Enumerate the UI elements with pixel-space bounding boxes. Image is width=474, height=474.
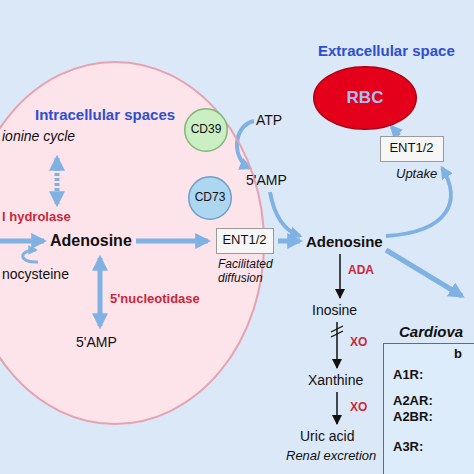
text-label: Inosine xyxy=(312,302,357,318)
block-mark xyxy=(331,326,343,337)
text-label: XO xyxy=(350,401,367,415)
hatched-arrow xyxy=(55,158,60,204)
text-label: 5'nucleotidase xyxy=(110,292,200,307)
enzyme-circle: CD39 xyxy=(184,108,228,152)
flow-arrow xyxy=(0,239,44,244)
node-label: ENT1/2 xyxy=(389,141,433,156)
receptor-label: A2AR: xyxy=(393,394,433,409)
receptor-label: A1R: xyxy=(393,368,423,383)
flow-arrow xyxy=(136,239,208,244)
uptake-arrow xyxy=(386,168,451,236)
flow-arrow xyxy=(386,250,462,296)
text-label: Extracellular space xyxy=(318,42,455,59)
text-label: nocysteine xyxy=(2,266,69,282)
text-label: ADA xyxy=(348,264,374,278)
text-label: 5'AMP xyxy=(76,334,117,350)
region-title: Cardiova xyxy=(399,323,463,340)
pathway-arrow xyxy=(336,392,338,424)
receptor-box: CardiovabA1R:A2AR:A2BR:A3R: xyxy=(383,343,474,474)
receptor-label: A3R: xyxy=(393,440,423,455)
text-label: ionine cycle xyxy=(2,128,75,144)
text-label: 5'AMP xyxy=(246,172,287,188)
flow-arrow xyxy=(270,192,300,236)
transporter-box: ENT1/2 xyxy=(380,136,444,162)
text-label: Uric acid xyxy=(300,428,354,444)
enzyme-circle: CD73 xyxy=(188,176,232,220)
text-label: XO xyxy=(350,336,367,350)
receptor-label: A2BR: xyxy=(393,410,433,425)
flow-arrow xyxy=(278,239,300,244)
transporter-box: ENT1/2 xyxy=(216,228,274,254)
text-label: Renal excretion xyxy=(286,449,376,464)
pathway-arrow xyxy=(339,254,341,298)
text-label: Adenosine xyxy=(50,232,132,250)
rbc-cell: RBC xyxy=(313,66,417,130)
outline-shape xyxy=(189,177,232,220)
receptor-label: b xyxy=(454,347,462,362)
outline-shape xyxy=(314,67,417,130)
flow-arrow xyxy=(98,258,103,326)
node-label: CD73 xyxy=(195,191,226,205)
node-label: RBC xyxy=(347,88,384,108)
text-label: ATP xyxy=(256,112,282,128)
text-label: Xanthine xyxy=(308,372,363,388)
node-label: CD39 xyxy=(191,123,222,137)
cycle-arrow xyxy=(23,250,38,262)
text-label: Facilitated diffusion xyxy=(218,258,292,286)
node-label: ENT1/2 xyxy=(222,233,266,248)
text-label: l hydrolase xyxy=(2,210,71,225)
outline-shape xyxy=(185,109,228,152)
text-label: Adenosine xyxy=(306,233,383,250)
connector-arrow xyxy=(391,127,399,136)
region-title: Intracellular spaces xyxy=(35,106,175,123)
text-label: Uptake xyxy=(396,167,437,182)
